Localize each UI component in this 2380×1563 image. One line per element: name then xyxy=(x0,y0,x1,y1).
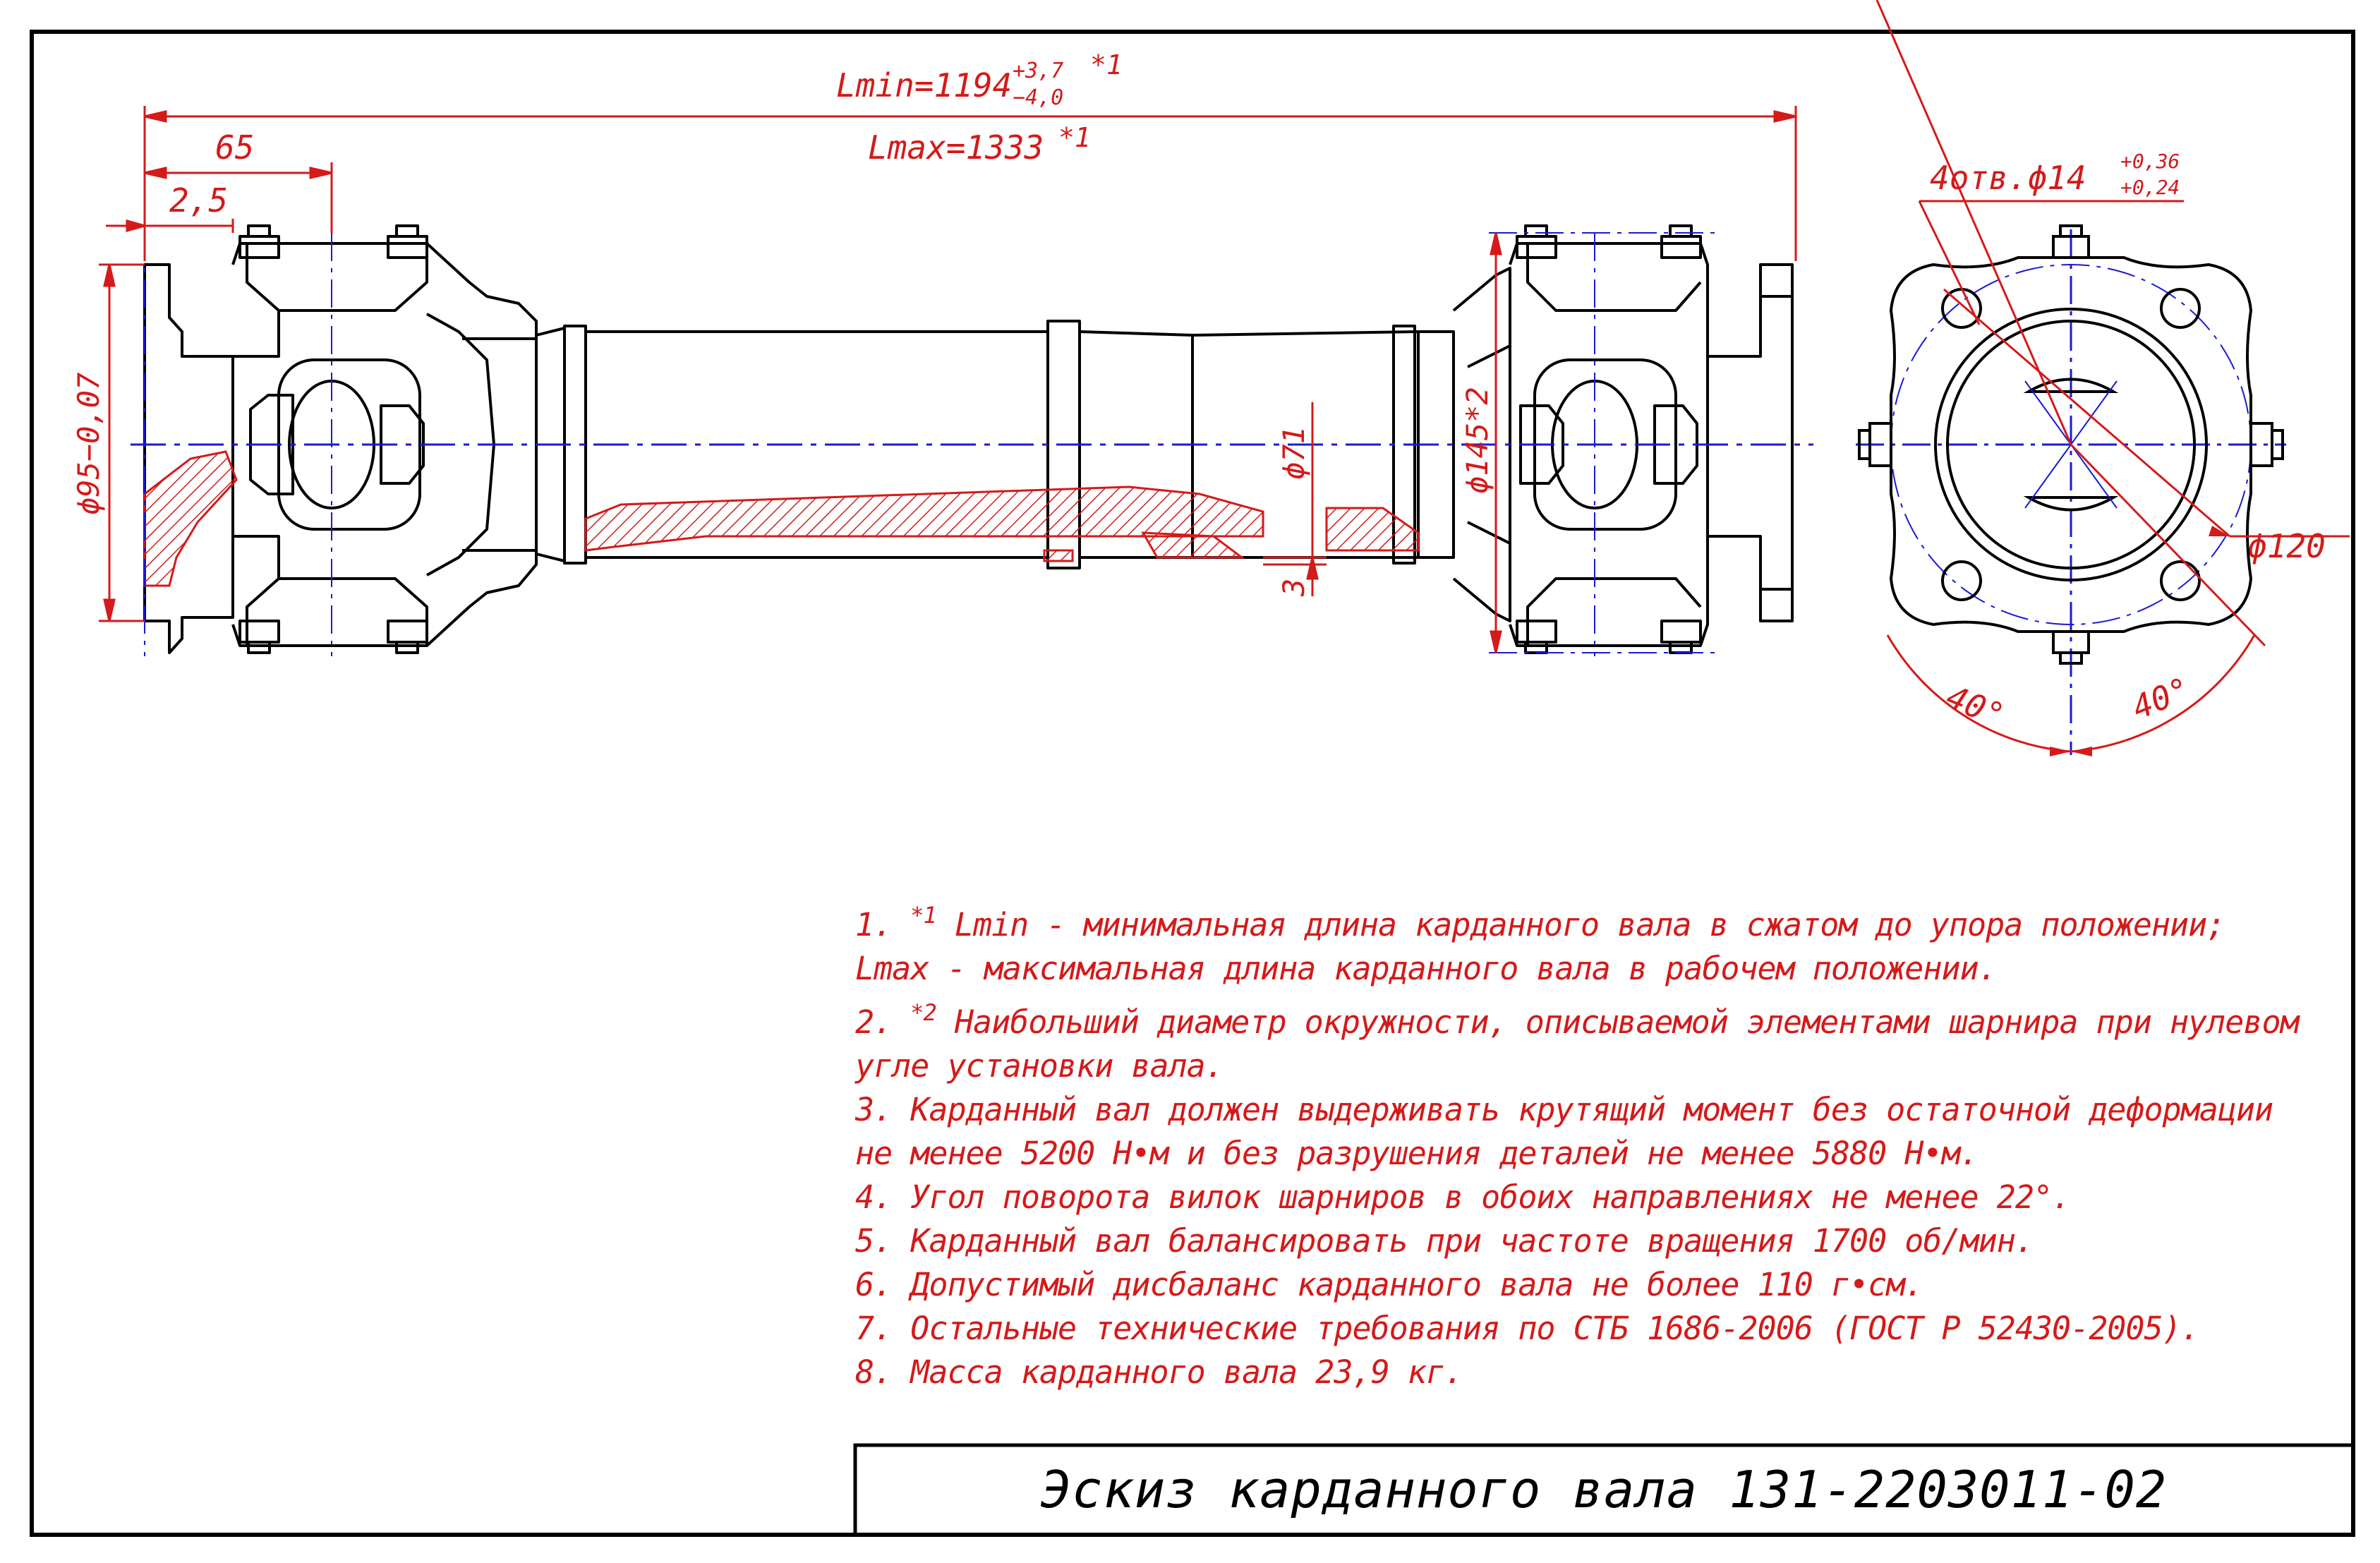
note-number: 7. xyxy=(855,1310,911,1347)
note-line: 5. Карданный вал балансировать при часто… xyxy=(855,1219,2309,1263)
note-text: Угол поворота вилок шарниров в обоих нап… xyxy=(910,1178,2071,1216)
title-block-frame xyxy=(853,1443,2355,1537)
lmin-tol-upper: +3,7 xyxy=(1013,59,1063,83)
note-line: Lmax - максимальная длина карданного вал… xyxy=(855,947,2309,991)
note-line: 3. Карданный вал должен выдерживать крут… xyxy=(855,1088,2309,1132)
lmin-ref: *1 xyxy=(1090,49,1123,80)
dim-3: 3 xyxy=(1276,579,1311,597)
section-hatching xyxy=(143,450,1420,587)
note-text: Lmin - минимальная длина карданного вала… xyxy=(954,906,2225,943)
lmax-label: Lmax=1333 xyxy=(868,128,1044,167)
note-number: 3. xyxy=(855,1091,911,1128)
technical-notes: 1. *1 Lmin - минимальная длина карданног… xyxy=(855,893,2309,1394)
drawing-title: Эскиз карданного вала 131-2203011-02 xyxy=(1040,1459,2168,1519)
note-text: не менее 5200 Н•м и без разрушения детал… xyxy=(855,1135,1979,1172)
note-text: Lmax - максимальная длина карданного вал… xyxy=(855,950,1998,987)
dim-holes: 4отв.ϕ14 xyxy=(1930,159,2086,197)
note-number: 4. xyxy=(855,1178,911,1216)
angle-right: 40° xyxy=(2127,670,2195,727)
lmin-tol-lower: −4,0 xyxy=(1013,85,1063,110)
dimension-lines xyxy=(99,106,1797,653)
dim-phi145: ϕ145*2 xyxy=(1460,387,1494,494)
dim-phi95: ϕ95−0,07 xyxy=(71,373,106,515)
note-number: 8. xyxy=(855,1353,911,1391)
note-number: 2. xyxy=(855,1003,911,1041)
dim-phi120: ϕ120 xyxy=(2247,527,2326,565)
note-line: 8. Масса карданного вала 23,9 кг. xyxy=(855,1351,2309,1394)
note-text: Масса карданного вала 23,9 кг. xyxy=(910,1353,1463,1391)
note-line: не менее 5200 Н•м и без разрушения детал… xyxy=(855,1132,2309,1176)
note-line: угле установки вала. xyxy=(855,1044,2309,1088)
note-reference: *2 xyxy=(910,999,937,1026)
note-text: Допустимый дисбаланс карданного вала не … xyxy=(910,1266,1923,1303)
note-text: Карданный вал должен выдерживать крутящи… xyxy=(910,1091,2273,1128)
note-text: угле установки вала. xyxy=(855,1047,1224,1085)
dim-phi71: ϕ71 xyxy=(1276,426,1311,480)
note-line: 7. Остальные технические требования по С… xyxy=(855,1307,2309,1351)
note-text: Остальные технические требования по СТБ … xyxy=(910,1310,2199,1347)
note-number: 6. xyxy=(855,1266,911,1303)
title-block: Эскиз карданного вала 131-2203011-02 xyxy=(855,1445,2352,1533)
note-number: 5. xyxy=(855,1222,911,1260)
dimension-texts: Lmin=1194 +3,7 −4,0 *1 Lmax=1333 *1 65 2… xyxy=(71,49,2326,735)
note-number: 1. xyxy=(855,906,911,943)
flange-end-view xyxy=(1856,0,2350,756)
note-line: 4. Угол поворота вилок шарниров в обоих … xyxy=(855,1176,2309,1219)
note-line: 6. Допустимый дисбаланс карданного вала … xyxy=(855,1263,2309,1307)
note-reference: *1 xyxy=(910,902,937,929)
shaft-side-view xyxy=(143,224,1794,654)
dim-holes-tol-upper: +0,36 xyxy=(2120,150,2180,173)
note-text: Карданный вал балансировать при частоте … xyxy=(910,1222,2034,1260)
note-text: Наибольший диаметр окружности, описываем… xyxy=(954,1003,2300,1041)
dim-65: 65 xyxy=(215,128,254,167)
note-line: 1. *1 Lmin - минимальная длина карданног… xyxy=(855,893,2309,947)
dim-2-5: 2,5 xyxy=(169,181,228,219)
lmax-ref: *1 xyxy=(1058,122,1091,153)
lmin-label: Lmin=1194 xyxy=(836,66,1012,104)
dim-holes-tol-lower: +0,24 xyxy=(2120,176,2180,199)
note-line: 2. *2 Наибольший диаметр окружности, опи… xyxy=(855,991,2309,1044)
